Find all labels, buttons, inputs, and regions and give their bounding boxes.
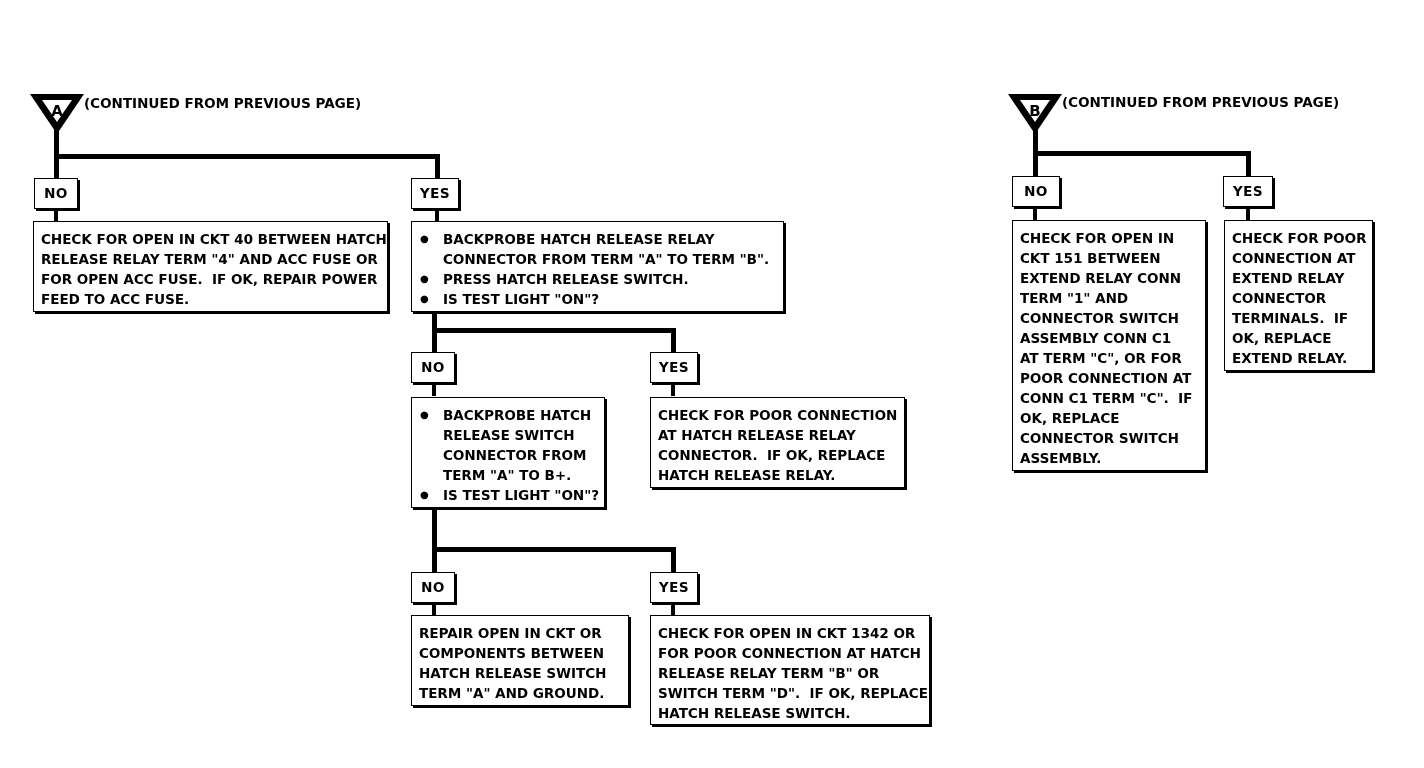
test-step-box: BACKPROBE HATCH RELEASE SWITCH CONNECTOR… bbox=[411, 397, 605, 508]
yes-label: YES bbox=[1223, 176, 1273, 207]
test-step-item: BACKPROBE HATCH RELEASE SWITCH CONNECTOR… bbox=[420, 406, 598, 486]
continuation-marker-b: B bbox=[1008, 94, 1062, 134]
action-box: REPAIR OPEN IN CKT OR COMPONENTS BETWEEN… bbox=[411, 615, 629, 706]
continued-label: (CONTINUED FROM PREVIOUS PAGE) bbox=[84, 96, 362, 112]
connector-line bbox=[432, 328, 676, 333]
action-box: CHECK FOR POOR CONNECTION AT HATCH RELEA… bbox=[650, 397, 905, 488]
connector-line bbox=[671, 547, 676, 572]
connector-line bbox=[1033, 206, 1037, 220]
connector-line bbox=[671, 382, 675, 396]
no-label: NO bbox=[411, 572, 455, 603]
connector-line bbox=[432, 382, 436, 396]
connector-line bbox=[1246, 151, 1251, 176]
connector-line bbox=[435, 154, 440, 178]
continued-label: (CONTINUED FROM PREVIOUS PAGE) bbox=[1062, 95, 1340, 111]
test-step-list: BACKPROBE HATCH RELEASE RELAY CONNECTOR … bbox=[412, 222, 783, 316]
connector-line bbox=[432, 508, 437, 572]
connector-line bbox=[54, 154, 440, 159]
continuation-marker-a: A bbox=[30, 94, 84, 134]
test-step-box: BACKPROBE HATCH RELEASE RELAY CONNECTOR … bbox=[411, 221, 784, 312]
connector-line bbox=[1246, 206, 1250, 220]
test-step-list: BACKPROBE HATCH RELEASE SWITCH CONNECTOR… bbox=[412, 398, 604, 512]
test-step-item: BACKPROBE HATCH RELEASE RELAY CONNECTOR … bbox=[420, 230, 777, 270]
connector-line bbox=[671, 328, 676, 352]
no-label: NO bbox=[411, 352, 455, 383]
yes-label: YES bbox=[411, 178, 459, 209]
action-box: CHECK FOR OPEN IN CKT 40 BETWEEN HATCH R… bbox=[33, 221, 388, 312]
test-step-item: PRESS HATCH RELEASE SWITCH. bbox=[420, 270, 777, 290]
yes-label: YES bbox=[650, 352, 698, 383]
action-box: CHECK FOR POOR CONNECTION AT EXTEND RELA… bbox=[1224, 220, 1373, 371]
test-step-item: IS TEST LIGHT "ON"? bbox=[420, 290, 777, 310]
action-box: CHECK FOR OPEN IN CKT 1342 OR FOR POOR C… bbox=[650, 615, 930, 725]
connector-line bbox=[54, 208, 58, 222]
no-label: NO bbox=[1012, 176, 1060, 207]
marker-letter: B bbox=[1029, 102, 1040, 120]
yes-label: YES bbox=[650, 572, 698, 603]
connector-line bbox=[432, 602, 436, 616]
test-step-item: IS TEST LIGHT "ON"? bbox=[420, 486, 599, 506]
connector-line bbox=[671, 602, 675, 616]
no-label: NO bbox=[34, 178, 78, 209]
connector-line bbox=[1033, 151, 1251, 156]
marker-letter: A bbox=[51, 102, 63, 120]
connector-line bbox=[435, 208, 439, 222]
connector-line bbox=[432, 547, 676, 552]
action-box: CHECK FOR OPEN IN CKT 151 BETWEEN EXTEND… bbox=[1012, 220, 1206, 471]
